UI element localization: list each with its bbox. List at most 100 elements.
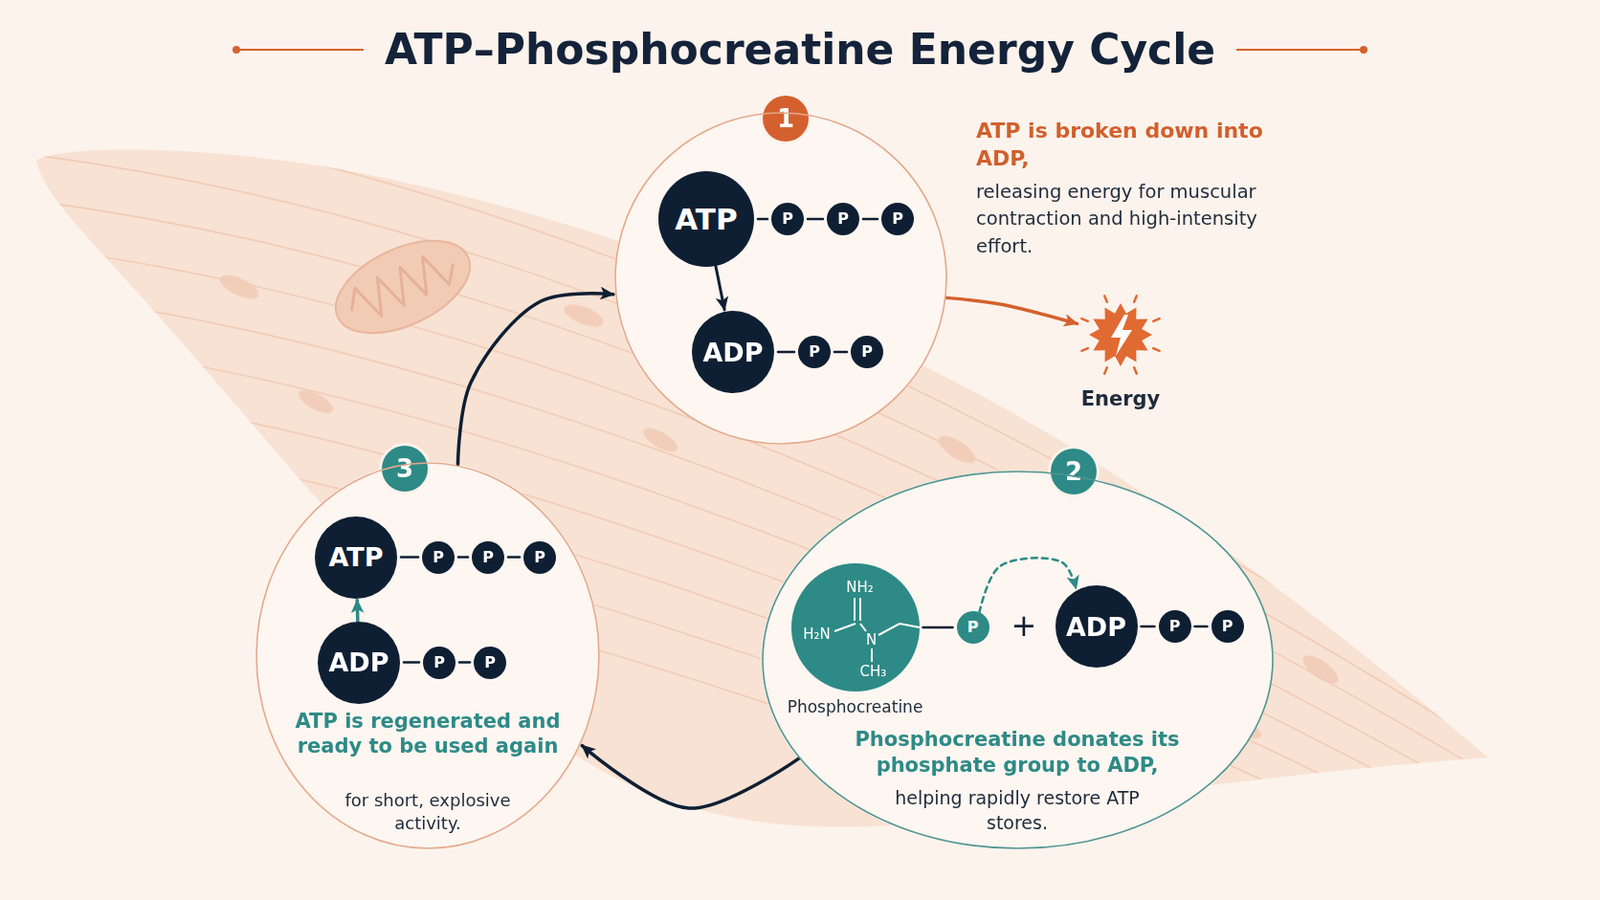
- heading-text: NH₂: [845, 578, 874, 597]
- phosphate-circle: P: [850, 335, 884, 369]
- nucleus: [640, 423, 682, 457]
- striation-line: [19, 107, 1493, 723]
- node-label: 2: [1065, 459, 1083, 485]
- burst-ray: [1133, 367, 1137, 374]
- energy-burst: Energy: [1077, 291, 1164, 378]
- stage-border: [256, 463, 600, 849]
- phosphate-circle: P: [826, 202, 860, 236]
- body-text: for short, explosive activity.: [327, 789, 529, 837]
- node-label: P: [837, 211, 849, 227]
- rule-line: [1236, 48, 1364, 51]
- body-text: CH₃: [860, 663, 888, 681]
- title-rule: [1234, 44, 1369, 56]
- stage-fill: [761, 470, 1274, 850]
- phosphate-circle: P: [956, 611, 990, 645]
- heading-text: Phosphocreatine donates its phosphate gr…: [849, 727, 1185, 780]
- heading-text: ATP is broken down into ADP,: [976, 117, 1264, 173]
- step-badge: 1: [762, 95, 809, 142]
- striation-line: [19, 0, 1493, 641]
- node-label: P: [432, 550, 445, 566]
- bond-line: [860, 623, 867, 632]
- nucleus: [295, 386, 337, 419]
- bond-line: [458, 555, 468, 559]
- bond-line: [400, 555, 419, 559]
- mitochondrion: [321, 222, 485, 353]
- molecule-circle: ADP: [691, 311, 775, 394]
- bond-line: [859, 598, 862, 622]
- node-label: ADP: [702, 339, 763, 366]
- node-label: ATP: [674, 204, 737, 235]
- energy-arrow: [946, 297, 1078, 324]
- burst-ray: [1081, 318, 1088, 322]
- bond-line: [1141, 625, 1156, 629]
- node-label: P: [861, 344, 873, 360]
- body-text: H₂N: [802, 625, 831, 644]
- bond-line: [757, 218, 768, 222]
- node-label: P: [1222, 619, 1234, 635]
- phosphate-circle: P: [422, 541, 455, 575]
- bond-line: [1195, 625, 1208, 629]
- phosphocreatine-circle: NH₂H₂NNCH₃Phosphocreatine: [791, 563, 920, 692]
- body-text: releasing energy for muscular contractio…: [976, 178, 1264, 261]
- node-label: P: [482, 550, 494, 566]
- bond-line: [403, 661, 420, 665]
- phosphate-circle: P: [1211, 610, 1245, 644]
- body-text: N: [866, 631, 877, 649]
- stage-border: [762, 471, 1273, 849]
- node-label: 1: [777, 106, 795, 132]
- phosphate-circle: P: [473, 646, 507, 680]
- node-label: P: [808, 344, 821, 360]
- stage-fill: [255, 462, 600, 850]
- node-label: P: [433, 655, 445, 671]
- bond-line: [777, 351, 795, 355]
- molecule-circle: ATP: [658, 171, 755, 267]
- nucleus: [216, 270, 262, 305]
- burst-ray: [1133, 295, 1137, 302]
- step-badge: 2: [1050, 448, 1097, 495]
- phosphate-circle: P: [471, 541, 505, 575]
- fiber-striations: [19, 0, 1493, 900]
- step-badge: 3: [381, 445, 428, 492]
- striation-line: [19, 382, 1493, 889]
- burst-ray: [1104, 295, 1108, 302]
- molecule-circle: ADP: [317, 622, 400, 705]
- bond-line: [508, 555, 520, 559]
- bond-line: [853, 598, 856, 622]
- node-label: P: [781, 211, 794, 227]
- molecule-circle: ATP: [314, 516, 398, 600]
- rule-line: [236, 48, 364, 51]
- nucleus: [1298, 650, 1343, 689]
- decoration: [255, 111, 1274, 850]
- heading-text: ATP is regenerated and ready to be used …: [293, 709, 562, 760]
- nucleus: [934, 430, 980, 468]
- node-label: ATP: [328, 544, 383, 571]
- rule-dot: [1359, 45, 1368, 54]
- title-rule: [231, 44, 366, 56]
- burst-ray: [1104, 367, 1108, 374]
- flow-arrow: [355, 600, 359, 622]
- energy-icon: [1077, 291, 1164, 378]
- bond-line: [459, 661, 470, 665]
- node-label: P: [533, 550, 546, 566]
- operator-sign: +: [1011, 607, 1038, 645]
- node-label: P: [967, 620, 979, 636]
- phosphate-circle: P: [523, 541, 556, 575]
- stage-circle: ATP is regenerated and ready to be used …: [255, 462, 600, 850]
- burst-star: [1088, 303, 1153, 367]
- bond-line: [870, 648, 873, 663]
- bond-line: [807, 218, 823, 222]
- node-label: P: [1169, 619, 1181, 635]
- flow-arrow: [715, 266, 725, 311]
- cycle-arrow: [457, 293, 613, 466]
- mitochondrion-body: [321, 222, 485, 353]
- bond-line: [834, 623, 856, 632]
- node-label: P: [891, 211, 904, 227]
- title-row: ATP–Phosphocreatine Energy Cycle: [0, 24, 1600, 74]
- burst-ray: [1153, 348, 1159, 352]
- striation-line: [19, 61, 1493, 695]
- striation-line: [19, 428, 1493, 900]
- stage-border: [615, 112, 947, 445]
- bond-line: [878, 623, 920, 636]
